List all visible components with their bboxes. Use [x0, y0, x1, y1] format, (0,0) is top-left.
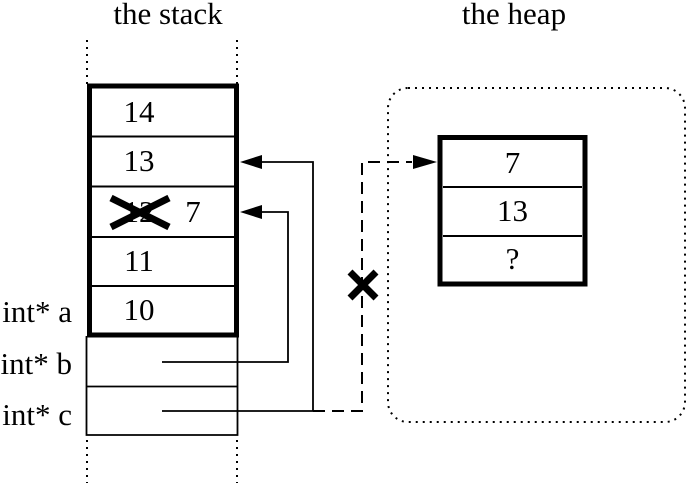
cross-out-x-stack-12-icon — [109, 194, 171, 231]
stack-cell-11: 11 — [124, 243, 154, 278]
stack-frame — [87, 83, 239, 338]
dangling-pointer-arrowhead-icon — [413, 155, 437, 169]
cross-out-x-dangling-pointer-icon — [347, 269, 379, 301]
heap-region-outline — [387, 87, 686, 423]
heap-cell-unknown: ? — [505, 241, 520, 276]
stack-cell-13: 13 — [123, 143, 155, 178]
var-label-int-c: int* c — [2, 397, 72, 432]
heap-cell-7: 7 — [504, 145, 521, 180]
stack-cell-14: 14 — [123, 94, 155, 129]
heap-cell-13: 13 — [497, 193, 528, 228]
pointer-b-arrowhead-icon — [240, 205, 262, 219]
heap-title: the heap — [461, 0, 567, 31]
stack-cell-10: 10 — [123, 292, 155, 327]
heap-block-frame — [437, 135, 588, 287]
var-label-int-a: int* a — [2, 294, 72, 329]
stack-cell-12-new-value: 7 — [185, 194, 201, 229]
pointer-b-line — [162, 211, 289, 363]
pointer-c-arrowhead-icon — [240, 155, 262, 169]
stack-title: the stack — [113, 0, 223, 31]
var-label-int-b: int* b — [0, 346, 72, 381]
pointer-var-cells-outline — [85, 336, 239, 436]
